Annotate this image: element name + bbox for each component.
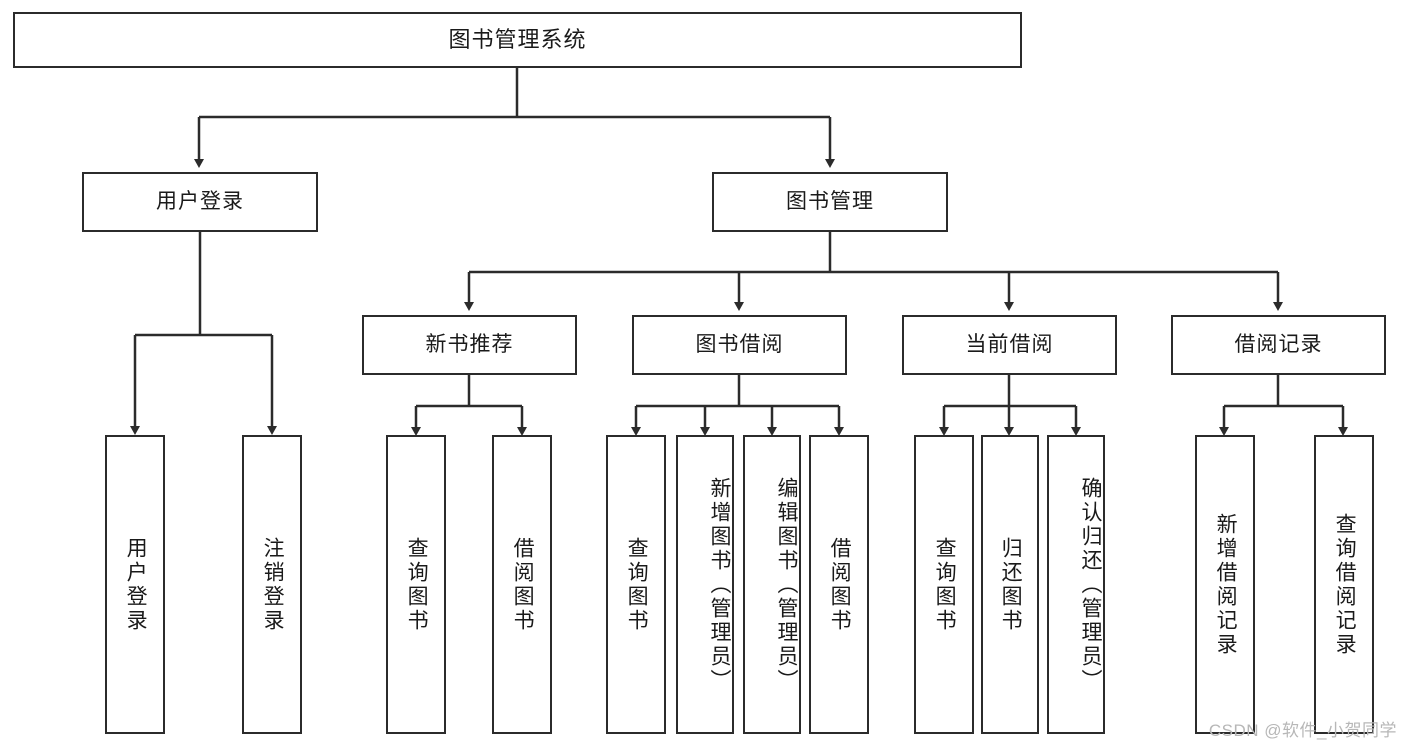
node-book-management[interactable]: 图书管理	[712, 172, 948, 232]
node-leaf-query-record[interactable]: 查询借阅记录	[1314, 435, 1374, 734]
node-leaf-query-record-label: 查询借阅记录	[1333, 512, 1357, 657]
node-leaf-add-book-label: 新增图书（管理员）	[708, 476, 731, 693]
node-root[interactable]: 图书管理系统	[13, 12, 1022, 68]
node-leaf-borrow-book-2-label: 借阅图书	[828, 536, 852, 633]
node-book-borrow[interactable]: 图书借阅	[632, 315, 847, 375]
node-leaf-confirm-return[interactable]: 确认归还（管理员）	[1047, 435, 1105, 734]
node-leaf-logout-login-label: 注销登录	[261, 536, 285, 633]
node-book-management-label: 图书管理	[786, 190, 874, 214]
node-leaf-add-record[interactable]: 新增借阅记录	[1195, 435, 1255, 734]
node-leaf-user-login[interactable]: 用户登录	[105, 435, 165, 734]
node-leaf-logout-login[interactable]: 注销登录	[242, 435, 302, 734]
node-borrow-record-label: 借阅记录	[1234, 333, 1323, 357]
node-leaf-query-book-1[interactable]: 查询图书	[386, 435, 446, 734]
node-current-borrow-label: 当前借阅	[965, 333, 1054, 357]
node-leaf-query-book-3[interactable]: 查询图书	[914, 435, 974, 734]
node-leaf-borrow-book-1[interactable]: 借阅图书	[492, 435, 552, 734]
node-leaf-borrow-book-1-label: 借阅图书	[511, 536, 535, 633]
node-book-borrow-label: 图书借阅	[695, 333, 784, 357]
node-leaf-confirm-return-label: 确认归还（管理员）	[1079, 476, 1102, 693]
node-leaf-edit-book[interactable]: 编辑图书（管理员）	[743, 435, 801, 734]
node-leaf-query-book-2-label: 查询图书	[625, 536, 649, 633]
node-leaf-query-book-3-label: 查询图书	[933, 536, 957, 633]
node-leaf-add-record-label: 新增借阅记录	[1214, 512, 1238, 657]
node-user-login[interactable]: 用户登录	[82, 172, 318, 232]
node-leaf-user-login-label: 用户登录	[124, 536, 148, 633]
node-leaf-query-book-1-label: 查询图书	[405, 536, 429, 633]
node-leaf-edit-book-label: 编辑图书（管理员）	[775, 476, 798, 693]
node-leaf-query-book-2[interactable]: 查询图书	[606, 435, 666, 734]
node-current-borrow[interactable]: 当前借阅	[902, 315, 1117, 375]
csdn-watermark: CSDN @软件_小贺同学	[1208, 721, 1397, 740]
node-user-login-label: 用户登录	[156, 190, 244, 214]
node-leaf-borrow-book-2[interactable]: 借阅图书	[809, 435, 869, 734]
node-root-label: 图书管理系统	[448, 26, 587, 52]
node-new-book-recommend-label: 新书推荐	[425, 333, 514, 357]
node-borrow-record[interactable]: 借阅记录	[1171, 315, 1386, 375]
node-leaf-return-book-label: 归还图书	[999, 536, 1023, 633]
node-new-book-recommend[interactable]: 新书推荐	[362, 315, 577, 375]
node-leaf-add-book[interactable]: 新增图书（管理员）	[676, 435, 734, 734]
node-leaf-return-book[interactable]: 归还图书	[981, 435, 1039, 734]
